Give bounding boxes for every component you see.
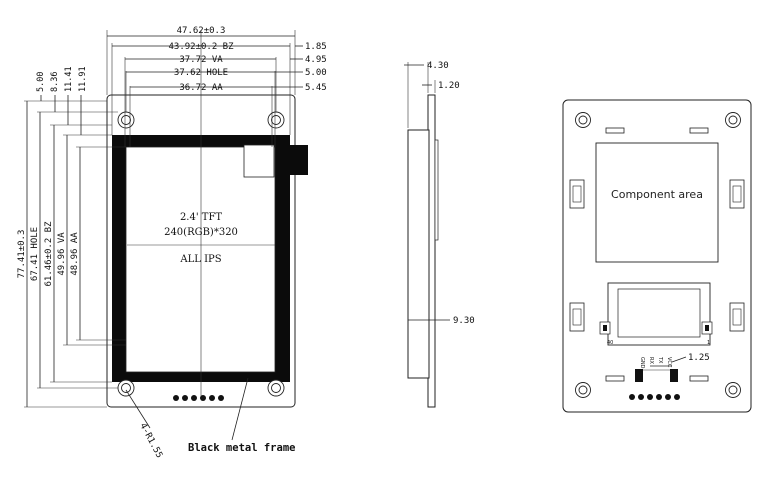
back-pad [689,127,709,134]
hole-top-right-inner [271,115,281,125]
height-bz: 61.46±0.2 BZ [44,221,54,287]
side-dim-9-30: 9.30 [453,316,475,326]
fpc-connector-inner [617,288,701,338]
hole-bottom-right-inner [271,383,281,393]
back-view: Component area 40 1 GND RX TX VCC 1.25 [562,99,752,413]
offset-1-85: 1.85 [305,42,327,52]
hole-bottom-left-inner [121,383,131,393]
top-offset-8-36: 8.36 [50,72,60,92]
screen-resolution-text: 240(RGB)*320 [164,227,238,238]
hole-radius-note: 4-R1.55 [137,422,164,460]
hole-top-left-inner [121,115,131,125]
top-offset-11-91: 11.91 [78,66,88,92]
pin-label-vcc: VCC [666,357,672,368]
top-offset-5-00: 5.00 [36,72,46,92]
back-hole-bottom-left-inner [578,385,588,395]
header-pins-front [173,395,224,401]
back-pad [689,375,709,382]
back-pad [605,127,625,134]
side-display-body [407,129,430,379]
screen-size-text: 2.4' TFT [180,212,222,223]
side-dim-4-30: 4.30 [427,61,449,71]
pin-dot [191,395,197,401]
width-hole: 37.62 HOLE [174,68,228,78]
pin-dot [200,395,206,401]
pin-dot [674,394,680,400]
pin-label-tx: TX [657,356,663,364]
side-dim-1-20: 1.20 [438,81,460,91]
offset-5-00: 5.00 [305,68,327,78]
component-area-box [595,142,719,263]
top-offset-11-41: 11.41 [64,66,74,92]
back-hole-top-left-inner [578,115,588,125]
height-dimensions: 77.41±0.3 67.41 HOLE 61.46±0.2 BZ 49.96 … [17,66,126,408]
pin-dot [665,394,671,400]
pitch-dim-label: 1.25 [688,353,710,363]
screen-panel-text: ALL IPS [179,254,221,265]
front-view: 2.4' TFT 240(RGB)*320 ALL IPS 47.62±0.3 … [17,26,327,460]
pin-dot [647,394,653,400]
width-va: 37.72 VA [179,55,223,65]
height-overall: 77.41±0.3 [17,230,27,279]
pin-first-label: 40 [607,340,613,346]
offset-5-45: 5.45 [305,83,327,93]
pin-label-gnd: GND [639,357,645,369]
height-hole: 67.41 HOLE [30,227,40,281]
hole-note-leader [125,389,151,429]
pin-dot [629,394,635,400]
height-va: 49.96 VA [57,232,67,276]
connector-pad-right [670,369,678,382]
back-pad [605,375,625,382]
side-view: 4.30 1.20 9.30 [404,61,475,408]
width-dimensions: 47.62±0.3 43.92±0.2 BZ 37.72 VA 37.62 HO… [106,26,327,147]
side-fpc [434,139,439,241]
width-bz: 43.92±0.2 BZ [168,42,234,52]
pin-dot [209,395,215,401]
back-hole-top-right-inner [728,115,738,125]
width-aa: 36.72 AA [179,83,223,93]
pin-label-rx: RX [648,357,654,364]
width-overall: 47.62±0.3 [177,26,226,36]
pin-dot [218,395,224,401]
height-aa: 48.96 AA [70,232,80,276]
frame-note-leader [231,377,249,441]
connector-pad-left [635,369,643,382]
offset-4-95: 4.95 [305,55,327,65]
back-hole-bottom-right-inner [728,385,738,395]
pin-dot [638,394,644,400]
fpc-tab [290,145,308,175]
aa-notch [243,144,275,178]
active-area [125,146,276,373]
pin-last-label: 1 [707,340,710,346]
pin-dot [173,395,179,401]
black-metal-frame-note: Black metal frame [188,442,295,454]
pin-dot [656,394,662,400]
header-pins-back [629,394,680,400]
component-area-label: Component area [611,188,703,201]
pin-dot [182,395,188,401]
